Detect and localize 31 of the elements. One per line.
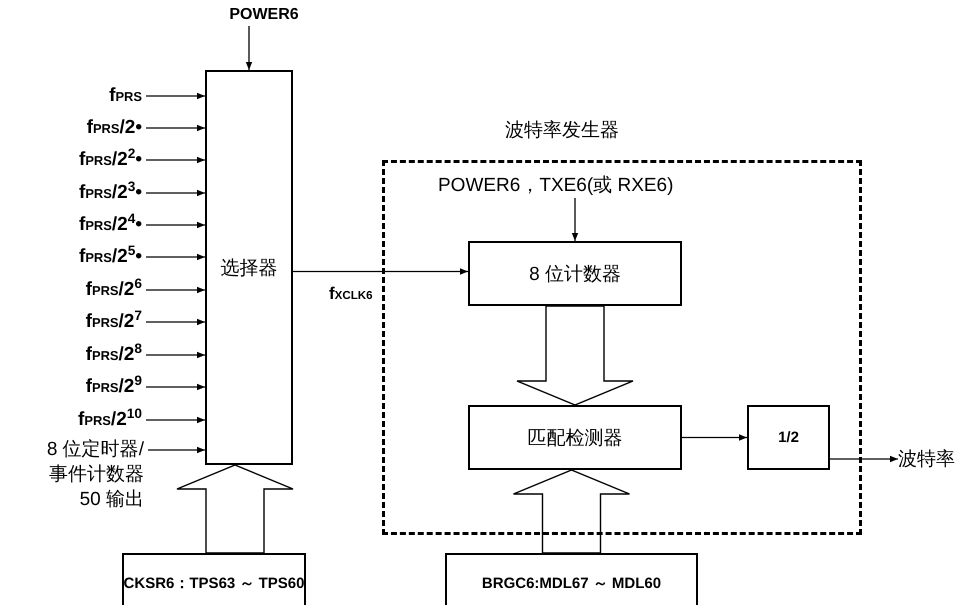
arrow xyxy=(682,434,747,441)
arrow xyxy=(830,456,898,462)
signal-label: POWER6，TXE6(或 RXE6) xyxy=(438,172,700,198)
arrow xyxy=(572,198,578,241)
arrow xyxy=(146,190,205,196)
signal-label: 波特率 xyxy=(898,446,963,472)
block-box: 选择器 xyxy=(205,70,293,465)
arrow xyxy=(246,26,252,70)
arrow xyxy=(146,124,205,132)
arrow xyxy=(146,416,205,424)
arrow xyxy=(148,446,205,454)
signal-label: POWER6 xyxy=(228,4,300,26)
hollow-block-arrow xyxy=(512,469,630,554)
arrow xyxy=(146,286,205,294)
register-box: CKSR6：TPS63 ～ TPS60 xyxy=(122,553,306,605)
arrow xyxy=(146,222,205,228)
arrow xyxy=(146,352,205,358)
arrow xyxy=(146,384,205,390)
arrow xyxy=(146,92,205,100)
block-box: 匹配检测器 xyxy=(468,405,682,470)
group-title: 波特率发生器 xyxy=(505,119,619,143)
register-box: 1/2 xyxy=(747,405,830,470)
hollow-block-arrow xyxy=(516,305,634,406)
arrow xyxy=(146,156,205,164)
arrow xyxy=(146,318,205,326)
hollow-block-arrow xyxy=(176,464,294,554)
arrow xyxy=(293,268,468,275)
register-box: BRGC6:MDL67 ～ MDL60 xyxy=(445,553,698,605)
arrow xyxy=(146,254,205,260)
block-box: 8 位计数器 xyxy=(468,241,682,306)
signal-label: 8 位定时器/事件计数器50 输出 xyxy=(38,437,144,515)
